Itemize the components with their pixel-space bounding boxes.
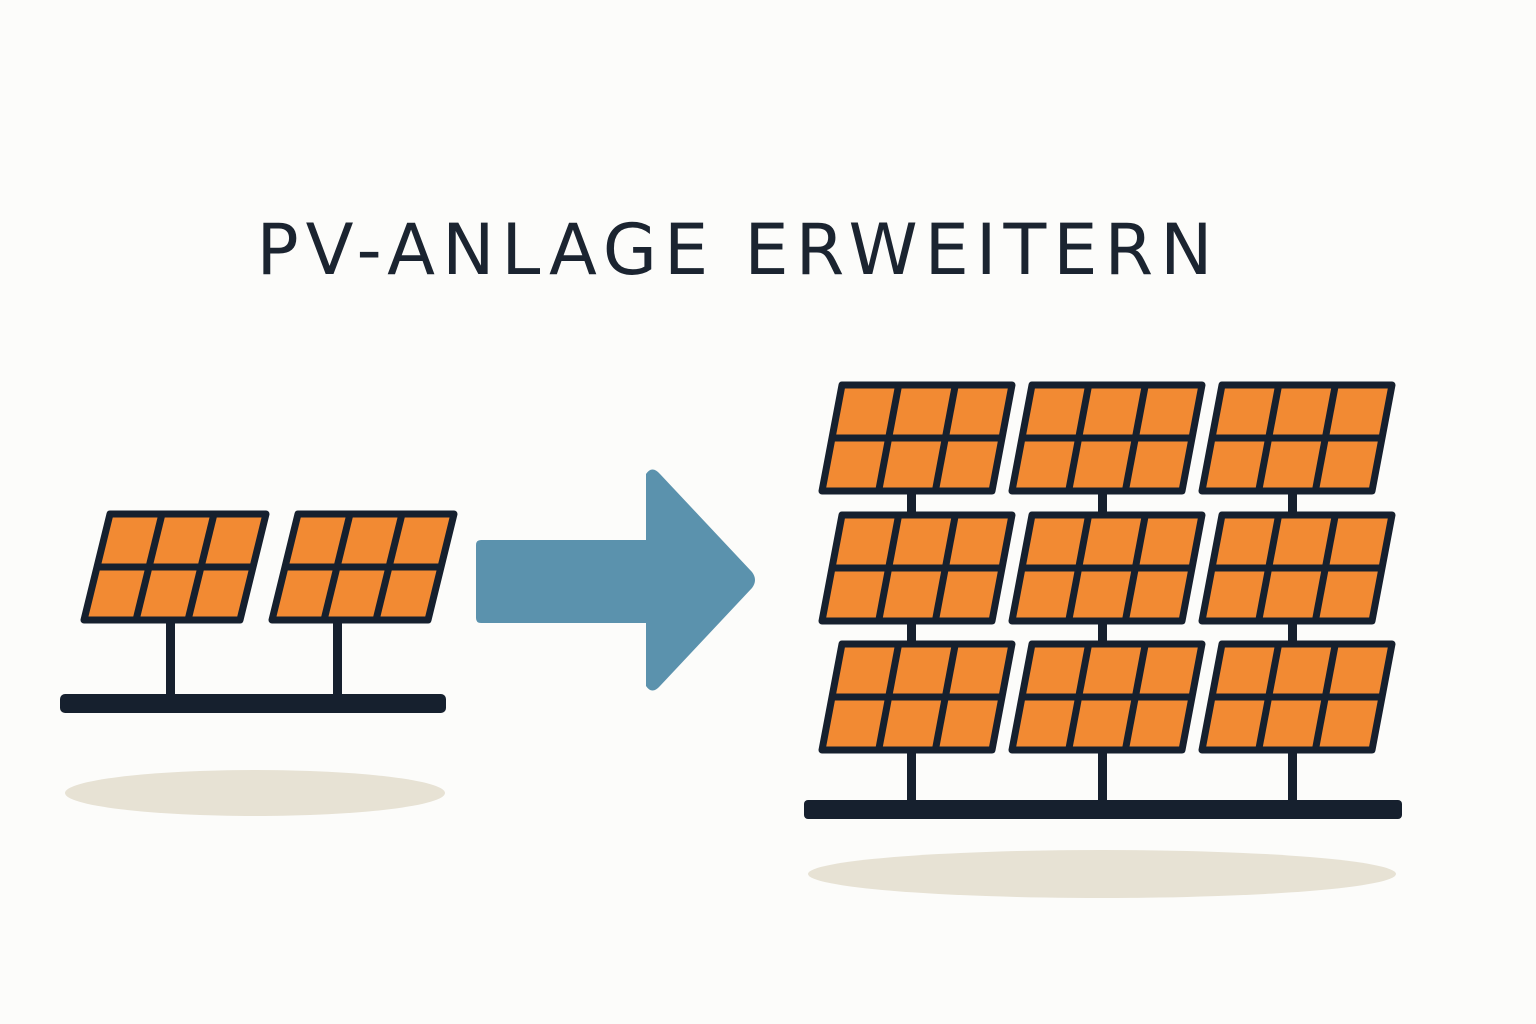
panel-row xyxy=(80,510,458,624)
ground-shadow xyxy=(65,770,445,816)
solar-panel xyxy=(268,510,458,624)
mounting-rail xyxy=(804,800,1402,819)
solar-panel xyxy=(1008,511,1206,625)
solar-panel xyxy=(1008,640,1206,754)
solar-panel xyxy=(80,510,270,624)
mounting-rail xyxy=(60,694,446,713)
solar-panel xyxy=(818,640,1016,754)
page-title: PV-ANLAGE ERWEITERN xyxy=(256,209,1220,291)
ground-shadow-small xyxy=(65,770,445,816)
small-solar-array-icon xyxy=(60,510,458,713)
solar-panel xyxy=(1198,381,1396,495)
solar-panel xyxy=(1008,381,1206,495)
ground-shadow-large xyxy=(808,850,1396,898)
solar-panel xyxy=(818,381,1016,495)
expansion-arrow xyxy=(476,469,755,691)
solar-panel xyxy=(1198,640,1396,754)
panel-post xyxy=(333,620,342,696)
ground-shadow xyxy=(808,850,1396,898)
large-solar-array-icon xyxy=(804,381,1402,819)
solar-panel xyxy=(1198,511,1396,625)
solar-panel xyxy=(818,511,1016,625)
panel-grid xyxy=(818,381,1396,754)
panel-post xyxy=(166,620,175,696)
right-arrow-icon xyxy=(476,469,755,691)
